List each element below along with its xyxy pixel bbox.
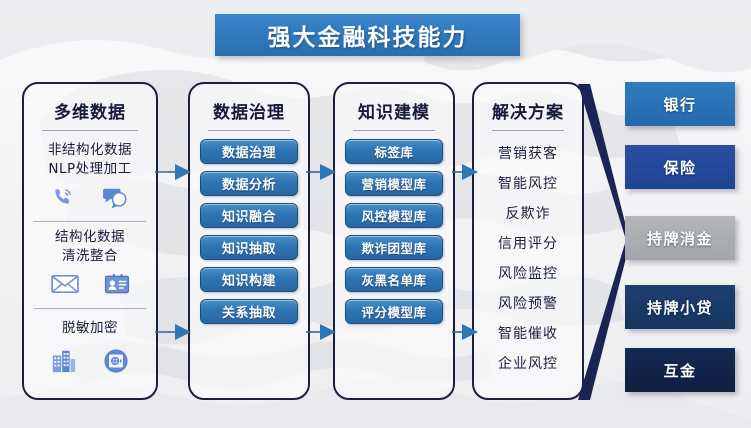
segment-line: 脱敏加密 xyxy=(62,320,118,336)
segment-line: 结构化数据 xyxy=(55,229,125,245)
divider xyxy=(42,130,138,131)
flow-arrow-governance-to-modeling-top xyxy=(306,164,336,180)
panel-knowledge-modeling: 知识建模 标签库 营销模型库 风控模型库 欺诈团型库 灰黑名单库 评分模型库 xyxy=(333,82,455,400)
target-tile-licensed-consumer-finance[interactable]: 持牌消金 xyxy=(625,216,735,260)
target-tile-bank[interactable]: 银行 xyxy=(625,82,735,126)
segment-structured-data: 结构化数据 清洗整合 xyxy=(24,226,156,304)
solution-item[interactable]: 反欺诈 xyxy=(505,206,551,222)
target-tile-label: 持牌小贷 xyxy=(646,298,713,317)
governance-item-list: 数据治理 数据分析 知识融合 知识抽取 知识构建 关系抽取 xyxy=(190,139,308,324)
divider xyxy=(208,130,290,131)
modeling-item[interactable]: 灰黑名单库 xyxy=(345,267,443,292)
governance-item[interactable]: 关系抽取 xyxy=(200,299,298,324)
solution-item[interactable]: 信用评分 xyxy=(498,236,558,252)
chat-bubbles-icon xyxy=(102,186,128,208)
solution-item[interactable]: 风险预警 xyxy=(498,296,558,312)
solution-item[interactable]: 智能催收 xyxy=(498,326,558,342)
target-tile-label: 持牌消金 xyxy=(646,229,713,248)
flow-arrow-governance-to-modeling-bottom xyxy=(306,324,336,340)
flow-arrow-multidim-to-governance-bottom xyxy=(155,324,191,340)
envelope-icon xyxy=(50,273,79,295)
governance-item[interactable]: 数据分析 xyxy=(200,171,298,196)
divider xyxy=(353,130,435,131)
solution-item[interactable]: 风险监控 xyxy=(498,266,558,282)
solution-item[interactable]: 企业风控 xyxy=(498,356,558,372)
segment-desensitization-encryption: 脱敏加密 xyxy=(24,313,156,383)
divider xyxy=(492,130,564,131)
flow-arrow-modeling-to-solutions-bottom xyxy=(452,324,478,340)
big-right-arrow-icon xyxy=(578,84,630,400)
governance-item[interactable]: 知识融合 xyxy=(200,203,298,228)
target-tile-label: 互金 xyxy=(663,361,697,380)
target-tile-insurance[interactable]: 保险 xyxy=(625,145,735,189)
panel-title-knowledge-modeling: 知识建模 xyxy=(358,103,430,123)
target-tile-label: 保险 xyxy=(663,158,697,177)
panel-title-multidimensional-data: 多维数据 xyxy=(54,103,126,123)
solution-item[interactable]: 智能风控 xyxy=(498,176,558,192)
solution-item[interactable]: 营销获客 xyxy=(498,146,558,162)
panel-title-solutions: 解决方案 xyxy=(492,103,564,123)
icon-row xyxy=(24,179,156,213)
divider xyxy=(34,308,146,309)
flow-arrow-multidim-to-governance-top xyxy=(155,164,191,180)
phone-call-icon xyxy=(52,186,74,208)
icon-row xyxy=(24,266,156,300)
page-title-banner: 强大金融科技能力 xyxy=(215,14,520,56)
governance-item[interactable]: 数据治理 xyxy=(200,139,298,164)
divider xyxy=(34,221,146,222)
id-card-icon xyxy=(104,273,130,295)
governance-item[interactable]: 知识构建 xyxy=(200,267,298,292)
modeling-item[interactable]: 营销模型库 xyxy=(345,171,443,196)
modeling-item[interactable]: 标签库 xyxy=(345,139,443,164)
segment-line: 清洗整合 xyxy=(62,248,118,264)
safe-lock-icon xyxy=(103,348,129,374)
target-tile-internet-finance[interactable]: 互金 xyxy=(625,348,735,392)
icon-row xyxy=(24,341,156,379)
flow-arrow-modeling-to-solutions-top xyxy=(452,164,478,180)
modeling-item[interactable]: 风控模型库 xyxy=(345,203,443,228)
buildings-icon xyxy=(51,348,77,374)
modeling-item-list: 标签库 营销模型库 风控模型库 欺诈团型库 灰黑名单库 评分模型库 xyxy=(335,139,453,324)
governance-item[interactable]: 知识抽取 xyxy=(200,235,298,260)
segment-line: NLP处理加工 xyxy=(48,161,132,177)
solution-item-list: 营销获客 智能风控 反欺诈 信用评分 风险监控 风险预警 智能催收 企业风控 xyxy=(474,139,582,379)
panel-multidimensional-data: 多维数据 非结构化数据 NLP处理加工 xyxy=(22,82,158,400)
modeling-item[interactable]: 欺诈团型库 xyxy=(345,235,443,260)
page-title: 强大金融科技能力 xyxy=(267,25,468,51)
segment-line: 非结构化数据 xyxy=(48,142,132,158)
panel-solutions: 解决方案 营销获客 智能风控 反欺诈 信用评分 风险监控 风险预警 智能催收 企… xyxy=(472,82,584,400)
panel-title-data-governance: 数据治理 xyxy=(213,103,285,123)
panel-data-governance: 数据治理 数据治理 数据分析 知识融合 知识抽取 知识构建 关系抽取 xyxy=(188,82,310,400)
target-tile-licensed-microloan[interactable]: 持牌小贷 xyxy=(625,285,735,329)
modeling-item[interactable]: 评分模型库 xyxy=(345,299,443,324)
target-tile-label: 银行 xyxy=(663,95,697,114)
segment-unstructured-data: 非结构化数据 NLP处理加工 xyxy=(24,139,156,217)
